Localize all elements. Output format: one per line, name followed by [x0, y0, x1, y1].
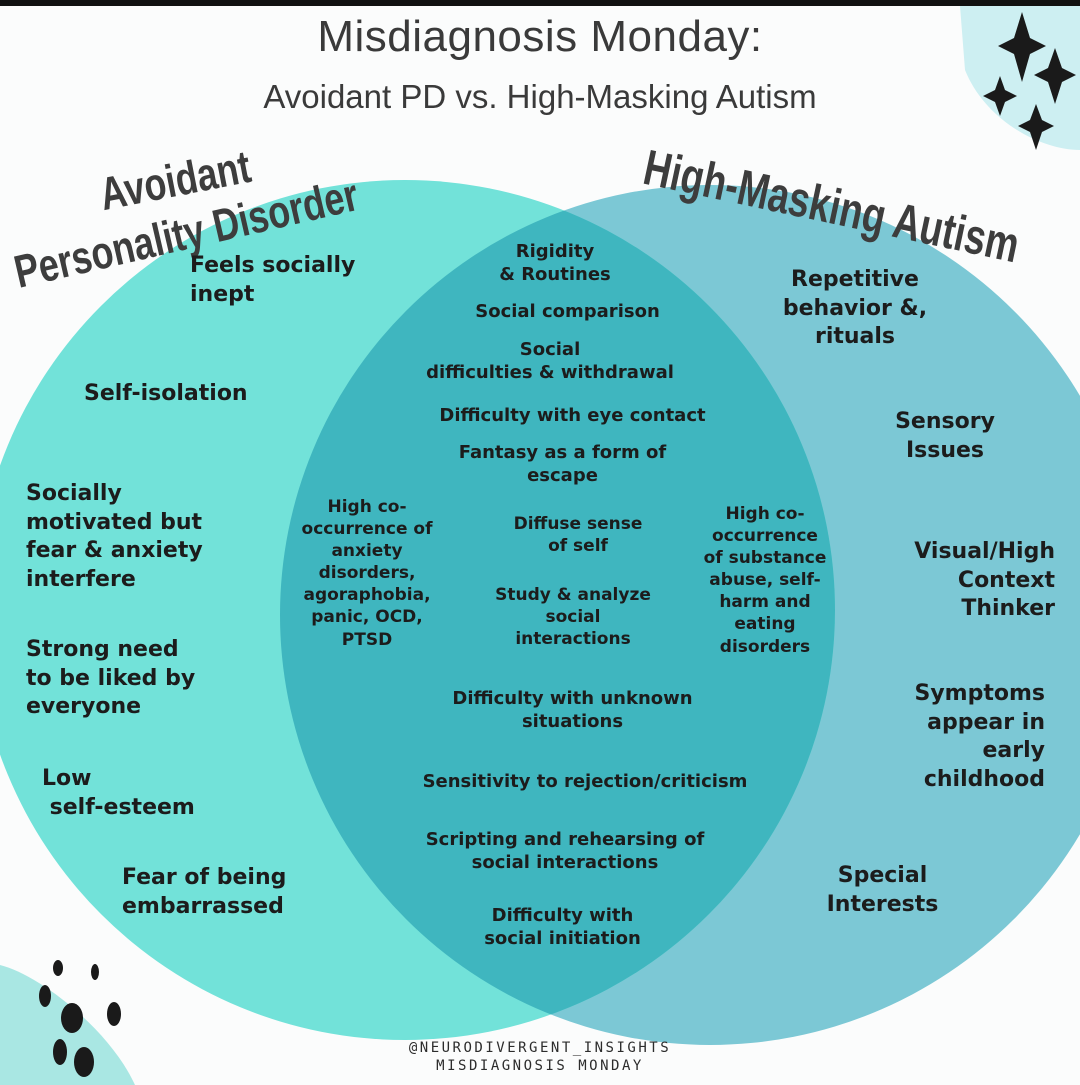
right-item: Symptoms appear in early childhood — [914, 681, 1045, 792]
overlap-item: Study & analyze social interactions — [495, 585, 651, 650]
right-item: Visual/High Context Thinker — [914, 539, 1055, 622]
overlap-item: High co- occurrence of anxiety disorders… — [301, 497, 433, 650]
overlap-item: Fantasy as a form of escape — [458, 442, 667, 487]
left-item: Strong need to be liked by everyone — [26, 637, 196, 720]
overlap-item: Sensitivity to rejection/criticism — [422, 771, 748, 792]
left-item: Self-isolation — [84, 381, 248, 406]
page-title: Misdiagnosis Monday: — [317, 12, 763, 61]
overlap-item: Difficulty with unknown situations — [452, 688, 693, 733]
footer-series: MISDIAGNOSIS MONDAY — [436, 1058, 644, 1075]
overlap-item: Difficulty with social initiation — [484, 905, 641, 950]
left-item: Socially motivated but fear & anxiety in… — [26, 481, 203, 592]
overlap-item: Diffuse sense of self — [513, 514, 643, 557]
footer-handle: @NEURODIVERGENT_INSIGHTS — [408, 1040, 672, 1056]
overlap-region — [280, 185, 835, 1040]
overlap-item: Scripting and rehearsing of social inter… — [425, 829, 705, 874]
page-subtitle: Avoidant PD vs. High-Masking Autism — [263, 78, 817, 115]
left-item: Fear of being embarrassed — [122, 865, 287, 919]
overlap-item: Social comparison — [475, 301, 660, 322]
right-item: Repetitive behavior &, rituals — [782, 267, 928, 350]
overlap-item: Difficulty with eye contact — [439, 405, 706, 426]
right-item: Sensory Issues — [895, 409, 995, 463]
overlap-item: Rigidity & Routines — [499, 241, 611, 286]
footer: @NEURODIVERGENT_INSIGHTS MISDIAGNOSIS MO… — [0, 1039, 1080, 1075]
overlap-item: High co- occurrence of substance abuse, … — [703, 504, 827, 657]
top-border — [0, 0, 1080, 6]
overlap-item: Social difficulties & withdrawal — [426, 339, 674, 384]
paw-dots-icon — [39, 960, 121, 1077]
corner-blob-top-right — [960, 6, 1080, 150]
left-item: Feels socially inept — [190, 253, 356, 307]
right-item: Special Interests — [826, 863, 939, 917]
left-item: Low self-esteem — [42, 766, 195, 820]
sparkle-icon — [983, 12, 1076, 150]
